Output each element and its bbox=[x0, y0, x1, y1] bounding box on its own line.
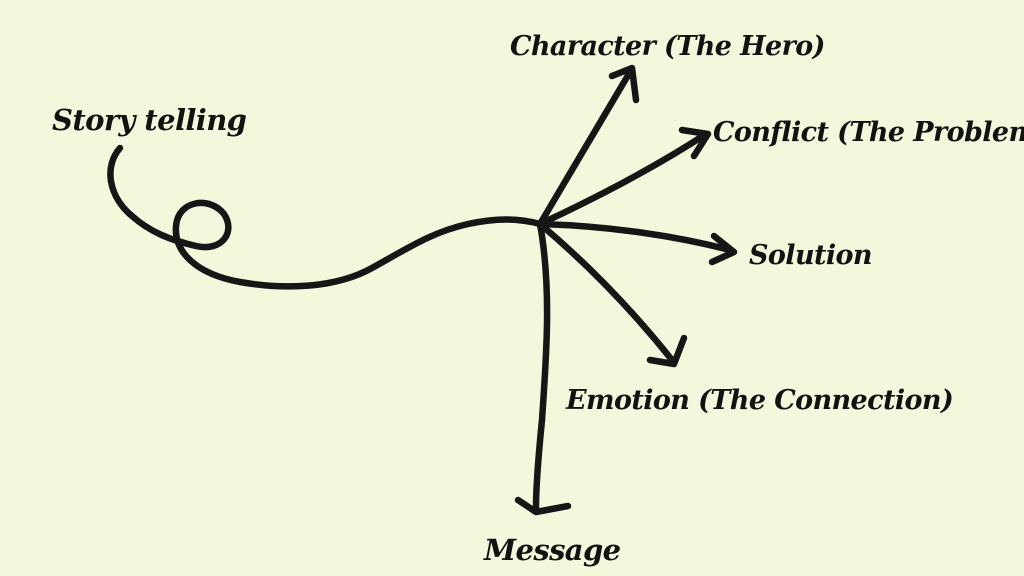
branch-label-solution: Solution bbox=[749, 240, 872, 271]
branch-arrow-solution bbox=[536, 220, 738, 266]
branch-arrow-message bbox=[514, 220, 572, 516]
branch-arrow-emotion bbox=[536, 220, 688, 368]
branch-label-character: Character (The Hero) bbox=[510, 31, 825, 62]
branch-label-conflict: Conflict (The Problem) bbox=[713, 117, 1024, 148]
root-squiggle-line bbox=[107, 144, 544, 290]
branch-label-emotion: Emotion (The Connection) bbox=[565, 385, 953, 416]
root-label: Story telling bbox=[52, 103, 247, 137]
branch-arrow-conflict bbox=[536, 126, 712, 228]
branch-arrow-character bbox=[536, 64, 640, 228]
branch-label-message: Message bbox=[483, 533, 621, 567]
